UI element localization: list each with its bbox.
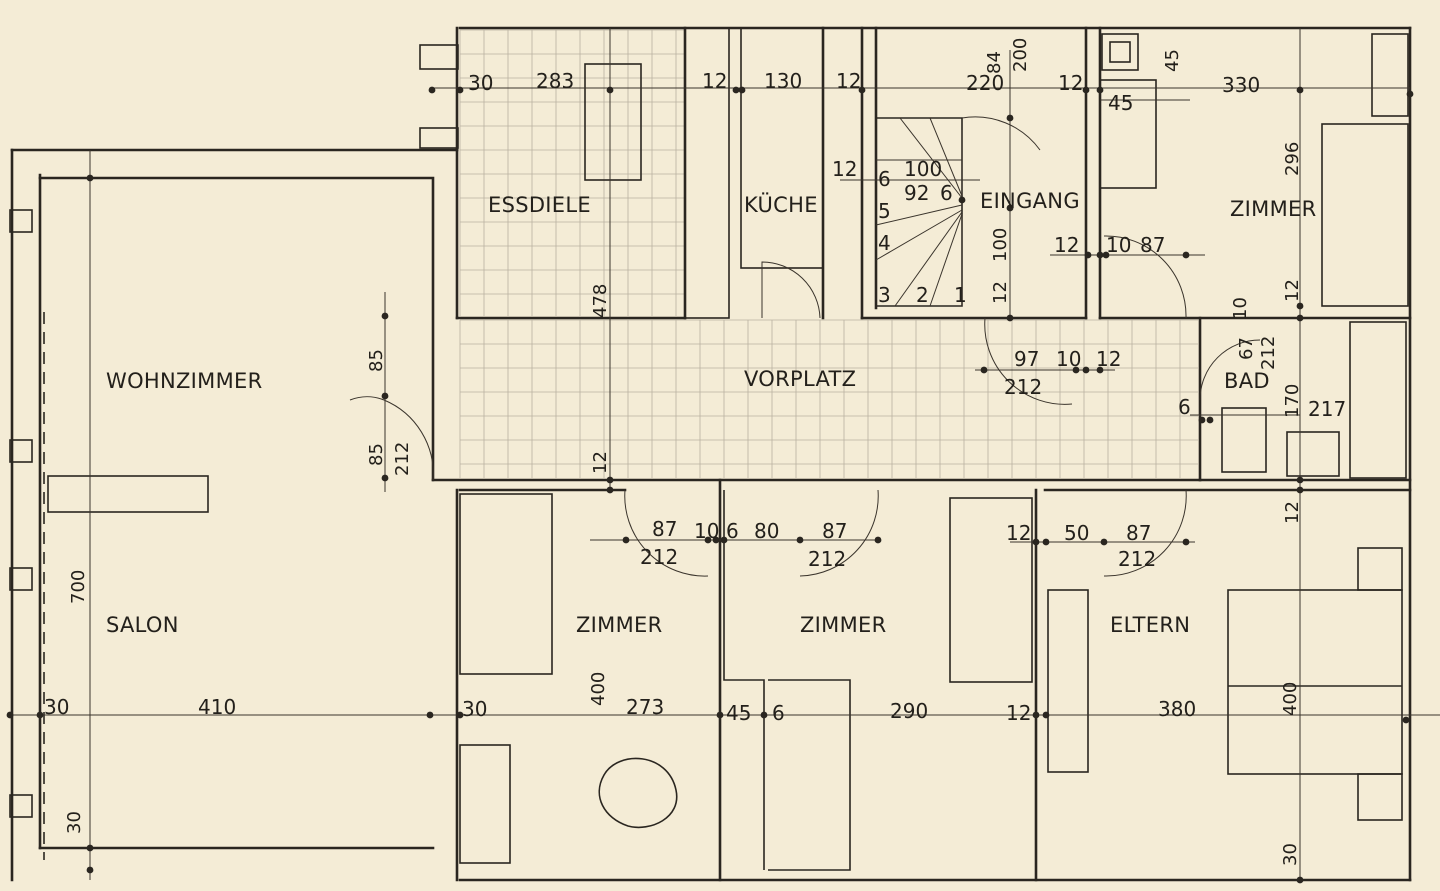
dim-label: 10: [1056, 347, 1081, 371]
dim-label: 12: [1006, 521, 1031, 545]
dim-label: 85: [366, 349, 387, 372]
dimension-labels-vertical: 84 200 45 296 478 100 12 12 85 85 212 10…: [64, 38, 1303, 866]
room-labels: WOHNZIMMER SALON ESSDIELE KÜCHE EINGANG …: [106, 189, 1316, 637]
dim-label: 410: [198, 695, 236, 719]
room-label-bad: BAD: [1224, 369, 1270, 393]
dim-label: 6: [772, 701, 785, 725]
dimension-dots: [6, 86, 1414, 884]
dim-label: 87: [652, 517, 677, 541]
dim-label: 400: [1280, 682, 1301, 716]
stair-step-2: 2: [916, 283, 929, 307]
dim-label: 700: [68, 570, 89, 604]
dim-label: 130: [764, 69, 802, 93]
dim-label: 478: [590, 284, 611, 318]
dim-label: 84: [984, 51, 1005, 74]
dim-label: 212: [640, 545, 678, 569]
dim-label: 30: [64, 811, 85, 834]
dim-label: 87: [1126, 521, 1151, 545]
dim-label: 212: [392, 442, 413, 476]
dim-label: 45: [1162, 49, 1183, 72]
dim-label: 212: [808, 547, 846, 571]
dim-label: 97: [1014, 347, 1039, 371]
floor-tiles: [459, 29, 1198, 478]
dim-label: 330: [1222, 73, 1260, 97]
dim-label: 212: [1118, 547, 1156, 571]
room-label-zimmer-1: ZIMMER: [576, 613, 662, 637]
dim-label: 12: [1006, 701, 1031, 725]
stair-step-6: 6: [878, 167, 891, 191]
dim-label: 283: [536, 69, 574, 93]
dim-label: 212: [1258, 336, 1279, 370]
dim-label: 30: [1280, 843, 1301, 866]
dim-label: 87: [1140, 233, 1165, 257]
dim-label: 380: [1158, 697, 1196, 721]
dim-label: 296: [1282, 142, 1303, 176]
dim-label: 45: [1108, 91, 1133, 115]
dim-label: 12: [990, 281, 1011, 304]
dim-label: 87: [822, 519, 847, 543]
room-label-zimmer-ne: ZIMMER: [1230, 197, 1316, 221]
room-label-salon: SALON: [106, 613, 179, 637]
dim-label: 92: [904, 181, 929, 205]
stair-step-5: 5: [878, 199, 891, 223]
room-label-kueche: KÜCHE: [744, 192, 818, 217]
dim-label: 45: [726, 701, 751, 725]
dim-label: 12: [1096, 347, 1121, 371]
dim-label: 6: [726, 519, 739, 543]
dim-label: 212: [1004, 375, 1042, 399]
room-label-vorplatz: VORPLATZ: [744, 367, 856, 391]
dim-label: 200: [1010, 38, 1031, 72]
dim-label: 30: [468, 71, 493, 95]
dim-label: 12: [832, 157, 857, 181]
room-label-eltern: ELTERN: [1110, 613, 1190, 637]
dim-label: 273: [626, 695, 664, 719]
dim-label: 217: [1308, 397, 1346, 421]
dim-label: 6: [1178, 395, 1191, 419]
dim-label: 100: [990, 228, 1011, 262]
dimension-lines: [8, 28, 1440, 880]
dim-label: 30: [44, 695, 69, 719]
dim-label: 30: [462, 697, 487, 721]
dim-label: 12: [1054, 233, 1079, 257]
stair-step-3: 3: [878, 283, 891, 307]
dim-label: 67: [1236, 337, 1257, 360]
dim-label: 290: [890, 699, 928, 723]
dim-label: 10: [694, 519, 719, 543]
dim-label: 10: [1106, 233, 1131, 257]
dim-label: 12: [1282, 501, 1303, 524]
dim-label: 10: [1230, 297, 1251, 320]
walls: [9, 26, 1412, 882]
dim-label: 85: [366, 443, 387, 466]
dim-label: 12: [702, 69, 727, 93]
dim-label: 50: [1064, 521, 1089, 545]
room-label-essdiele: ESSDIELE: [488, 193, 591, 217]
room-label-zimmer-2: ZIMMER: [800, 613, 886, 637]
dim-label: 12: [836, 69, 861, 93]
stair-step-1: 1: [954, 283, 967, 307]
dim-label: 400: [588, 672, 609, 706]
dim-label: 12: [590, 451, 611, 474]
dim-label: 12: [1282, 279, 1303, 302]
dim-label: 80: [754, 519, 779, 543]
room-label-eingang: EINGANG: [980, 189, 1080, 213]
stair-step-numbers: 6 5 4 3 2 1: [878, 167, 967, 307]
dim-label: 100: [904, 157, 942, 181]
room-label-wohnzimmer: WOHNZIMMER: [106, 369, 262, 393]
dim-label: 6: [940, 181, 953, 205]
dim-label: 170: [1282, 384, 1303, 418]
stair-step-4: 4: [878, 231, 891, 255]
dim-label: 12: [1058, 71, 1083, 95]
dimension-labels: 30 283 12 130 12 220 12 45 330 12 100 92…: [44, 69, 1346, 725]
dim-label: 220: [966, 71, 1004, 95]
